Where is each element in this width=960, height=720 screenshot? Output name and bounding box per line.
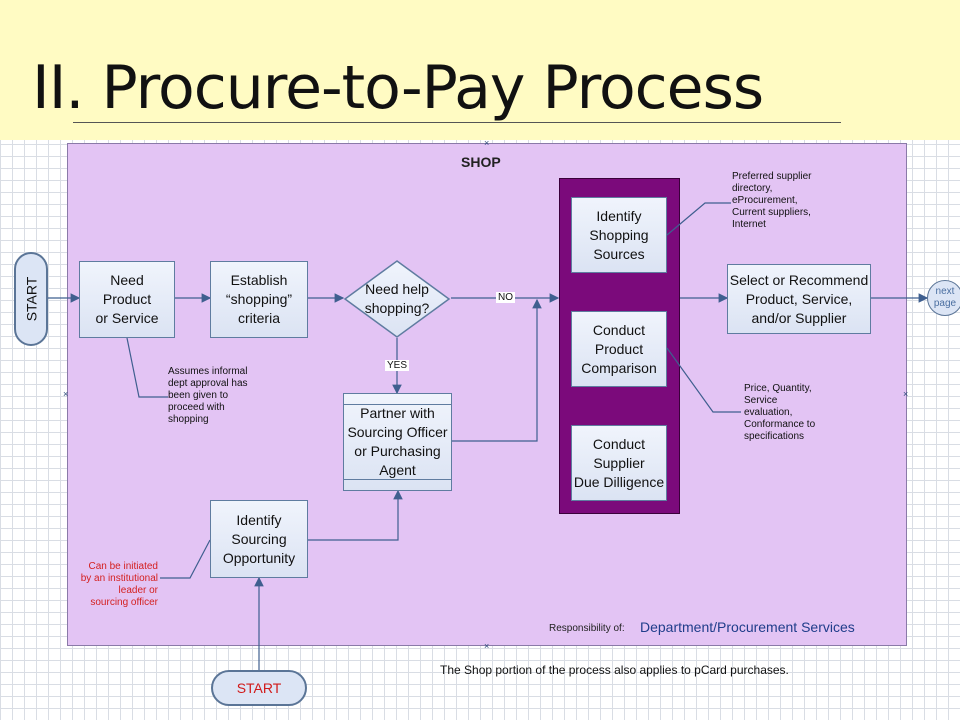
start-left-label: START [23, 276, 40, 322]
start-left-terminal: START [14, 252, 48, 346]
next-page-connector[interactable]: next page [927, 280, 960, 316]
edge-label-yes: YES [385, 360, 410, 371]
note-initiated-by: Can be initiated by an institutional lea… [80, 561, 158, 608]
note-preferred-suppliers: Preferred supplier directory, eProcureme… [732, 171, 812, 230]
identify-sources-box: Identify Shopping Sources [571, 197, 667, 273]
swimlane-title: SHOP [461, 154, 501, 170]
title-band [0, 0, 960, 140]
identify-opportunity-box: Identify Sourcing Opportunity [210, 500, 308, 578]
connection-point-icon: × [903, 389, 909, 399]
note-price-quantity: Price, Quantity, Service evaluation, Con… [744, 383, 816, 442]
footer-note: The Shop portion of the process also app… [440, 663, 789, 677]
decision-diamond [343, 260, 451, 338]
decision-label: Need help shopping? [364, 281, 430, 316]
partner-label: Partner with Sourcing Officer or Purchas… [347, 405, 448, 478]
establish-criteria-box: Establish “shopping” criteria [210, 261, 308, 338]
connection-point-icon: × [484, 138, 490, 148]
edge-label-no: NO [496, 292, 515, 303]
title-underline [73, 122, 841, 123]
conduct-comparison-box: Conduct Product Comparison [571, 311, 667, 387]
partner-top-divider [344, 404, 451, 405]
slide-title: II. Procure-to-Pay Process [32, 53, 764, 123]
connection-point-icon: × [484, 641, 490, 651]
connection-point-icon: × [63, 389, 69, 399]
start-bottom-terminal: START [211, 670, 307, 706]
responsibility-value: Department/Procurement Services [640, 619, 855, 635]
partner-bottom-divider [344, 479, 451, 480]
next-page-label: next page [933, 286, 957, 309]
select-recommend-box: Select or Recommend Product, Service, an… [727, 264, 871, 334]
start-bottom-label: START [236, 680, 282, 696]
responsibility-label: Responsibility of: [549, 623, 625, 634]
note-informal-approval: Assumes informal dept approval has been … [168, 366, 248, 425]
need-product-box: Need Product or Service [79, 261, 175, 338]
conduct-diligence-box: Conduct Supplier Due Dilligence [571, 425, 667, 501]
partner-box: Partner with Sourcing Officer or Purchas… [343, 393, 452, 491]
